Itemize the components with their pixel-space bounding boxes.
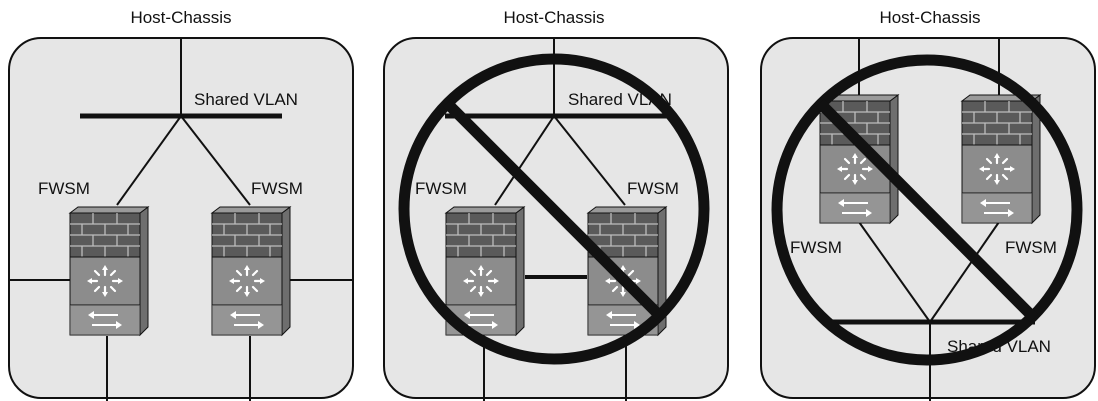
panel-1-link-left: [116, 115, 182, 206]
panel-1-fw-right-label: FWSM: [251, 179, 303, 198]
firewall-module-icon: [210, 205, 292, 337]
firewall-module-icon: [960, 93, 1042, 225]
panel-1-link-right: [180, 115, 251, 206]
panel-2-fw-right-label: FWSM: [627, 179, 679, 198]
prohibited-sign-icon: [771, 54, 1083, 366]
panel-3-link-right: [929, 221, 1000, 323]
firewall-module-icon: [68, 205, 150, 337]
panel-2: Host-Chassis Shared VLAN FWSM FWSM: [383, 8, 729, 401]
panel-3-fw-right-label: FWSM: [1005, 238, 1057, 257]
firewall-module-icon: [444, 205, 526, 337]
panel-3-link-left: [858, 221, 931, 323]
panel-2-link-left: [494, 115, 555, 206]
panel-2-fw-left-label: FWSM: [415, 179, 467, 198]
panel-2-title: Host-Chassis: [503, 8, 604, 27]
panel-1-fw-left-label: FWSM: [38, 179, 90, 198]
panel-3-title: Host-Chassis: [879, 8, 980, 27]
panel-1-vlan-label: Shared VLAN: [194, 90, 298, 109]
prohibited-sign-icon: [398, 53, 710, 365]
panel-2-link-right: [553, 115, 626, 206]
panel-3-fw-left-label: FWSM: [790, 238, 842, 257]
panel-1: Host-Chassis Shared VLAN FWSM FWSM: [8, 8, 354, 401]
panel-1-title: Host-Chassis: [130, 8, 231, 27]
panel-3: Host-Chassis Shared VLAN FWSM FWSM: [760, 8, 1096, 401]
